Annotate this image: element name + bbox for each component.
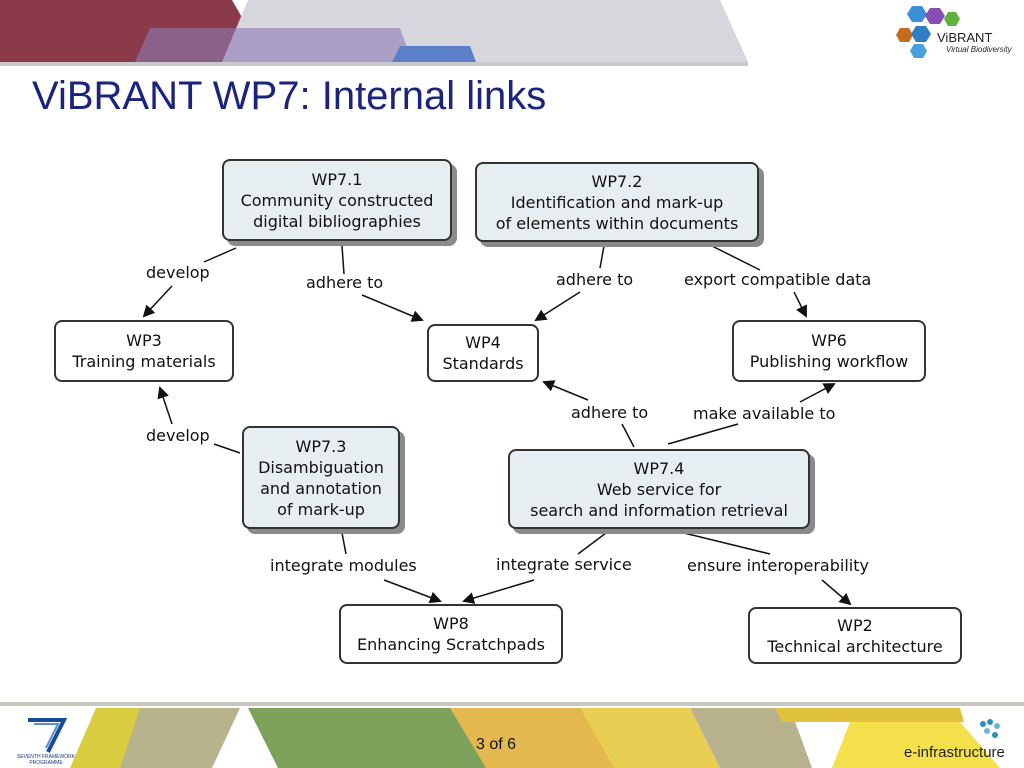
edge-label-develop: develop: [146, 263, 210, 282]
edge-wp71-wp3-a: [203, 247, 237, 263]
fp7-label: SEVENTH FRAMEWORK PROGRAMME: [16, 754, 76, 766]
header-decoration: [0, 0, 748, 66]
node-id: WP3: [126, 331, 162, 350]
edge-wp73-wp3-a: [213, 443, 241, 454]
node-desc-line: Identification and mark-up: [510, 192, 724, 212]
edge-wp71-wp4-a: [341, 245, 345, 275]
edge-wp73-wp8-b: [383, 579, 442, 604]
footer-decoration: [0, 702, 1024, 768]
node-id: WP7.1: [311, 169, 363, 189]
node-desc-line: search and information retrieval: [530, 500, 788, 520]
edge-wp72-wp4-a: [599, 245, 605, 269]
edge-wp73-wp3-b: [157, 386, 173, 425]
node-desc-line: Disambiguation: [258, 457, 384, 477]
edge-label-integrate-service: integrate service: [496, 555, 632, 574]
node-desc-line: digital bibliographies: [253, 211, 421, 231]
node-id: WP7.3: [295, 436, 347, 456]
edge-label-make-available-to: make available to: [693, 404, 836, 423]
logo-name: ViBRANT: [937, 30, 993, 45]
edge-wp74-wp6-a: [667, 423, 739, 445]
vibrant-logo: [896, 6, 960, 58]
node-wp7-4: WP7.4 Web service for search and informa…: [508, 449, 810, 529]
node-wp7-1: WP7.1 Community constructed digital bibl…: [222, 159, 452, 241]
node-wp2: WP2 Technical architecture: [748, 607, 962, 664]
fp7-logo: [20, 716, 72, 754]
node-desc-line: Community constructed: [240, 190, 434, 210]
node-id: WP4: [465, 333, 501, 352]
edge-wp74-wp2-b: [821, 579, 852, 606]
node-desc-line: of elements within documents: [495, 213, 739, 233]
edge-wp73-wp8-a: [341, 532, 347, 555]
edge-wp71-wp4-b: [361, 294, 424, 322]
edge-label-adhere-to: adhere to: [571, 403, 649, 422]
node-id: WP7.4: [633, 458, 685, 478]
node-id: WP7.2: [591, 171, 643, 191]
node-desc-line: Technical architecture: [767, 636, 943, 656]
edge-wp74-wp6-b: [799, 383, 836, 403]
edge-wp71-wp3-b: [142, 285, 173, 318]
node-id: WP8: [433, 614, 469, 633]
diagram-edges: [142, 245, 852, 606]
edge-label-adhere-to: adhere to: [556, 270, 634, 289]
node-wp8: WP8 Enhancing Scratchpads: [339, 604, 563, 664]
node-desc-line: of mark-up: [277, 499, 365, 519]
node-desc-line: Web service for: [596, 479, 722, 499]
edge-label-adhere-to: adhere to: [306, 273, 384, 292]
edge-label-integrate-modules: integrate modules: [270, 556, 417, 575]
edge-wp74-wp8-b: [462, 579, 535, 604]
edge-label-ensure-interoperability: ensure interoperability: [687, 556, 869, 575]
node-desc-line: Standards: [442, 354, 524, 373]
node-wp7-2: WP7.2 Identification and mark-up of elem…: [475, 162, 759, 242]
edge-wp74-wp2-a: [683, 532, 771, 555]
e-infrastructure-icon: [980, 719, 1000, 738]
node-wp3: WP3 Training materials: [54, 320, 234, 382]
node-id: WP6: [811, 331, 847, 350]
node-desc-line: Publishing workflow: [749, 352, 909, 371]
slide-title: ViBRANT WP7: Internal links: [32, 74, 547, 118]
edge-label-develop: develop: [146, 426, 210, 445]
node-id: WP2: [837, 615, 873, 635]
node-desc-line: Enhancing Scratchpads: [357, 635, 545, 654]
edge-wp72-wp4-b: [534, 291, 581, 322]
edge-wp74-wp4-a: [621, 423, 635, 448]
edge-wp72-wp6-a: [711, 245, 761, 271]
edge-label-export-compatible-data: export compatible data: [684, 270, 872, 289]
edge-wp74-wp8-a: [577, 532, 607, 555]
logo-tagline: Virtual Biodiversity: [946, 45, 1012, 54]
node-wp4: WP4 Standards: [427, 324, 539, 382]
e-infrastructure-label: e-infrastructure: [904, 744, 1005, 761]
edge-wp74-wp4-b: [542, 380, 589, 401]
node-wp6: WP6 Publishing workflow: [732, 320, 926, 382]
node-desc-line: and annotation: [260, 478, 382, 498]
edge-wp72-wp6-b: [793, 291, 807, 318]
node-desc-line: Training materials: [72, 352, 216, 371]
page-indicator: 3 of 6: [476, 736, 517, 753]
node-wp7-3: WP7.3 Disambiguation and annotation of m…: [242, 426, 400, 529]
